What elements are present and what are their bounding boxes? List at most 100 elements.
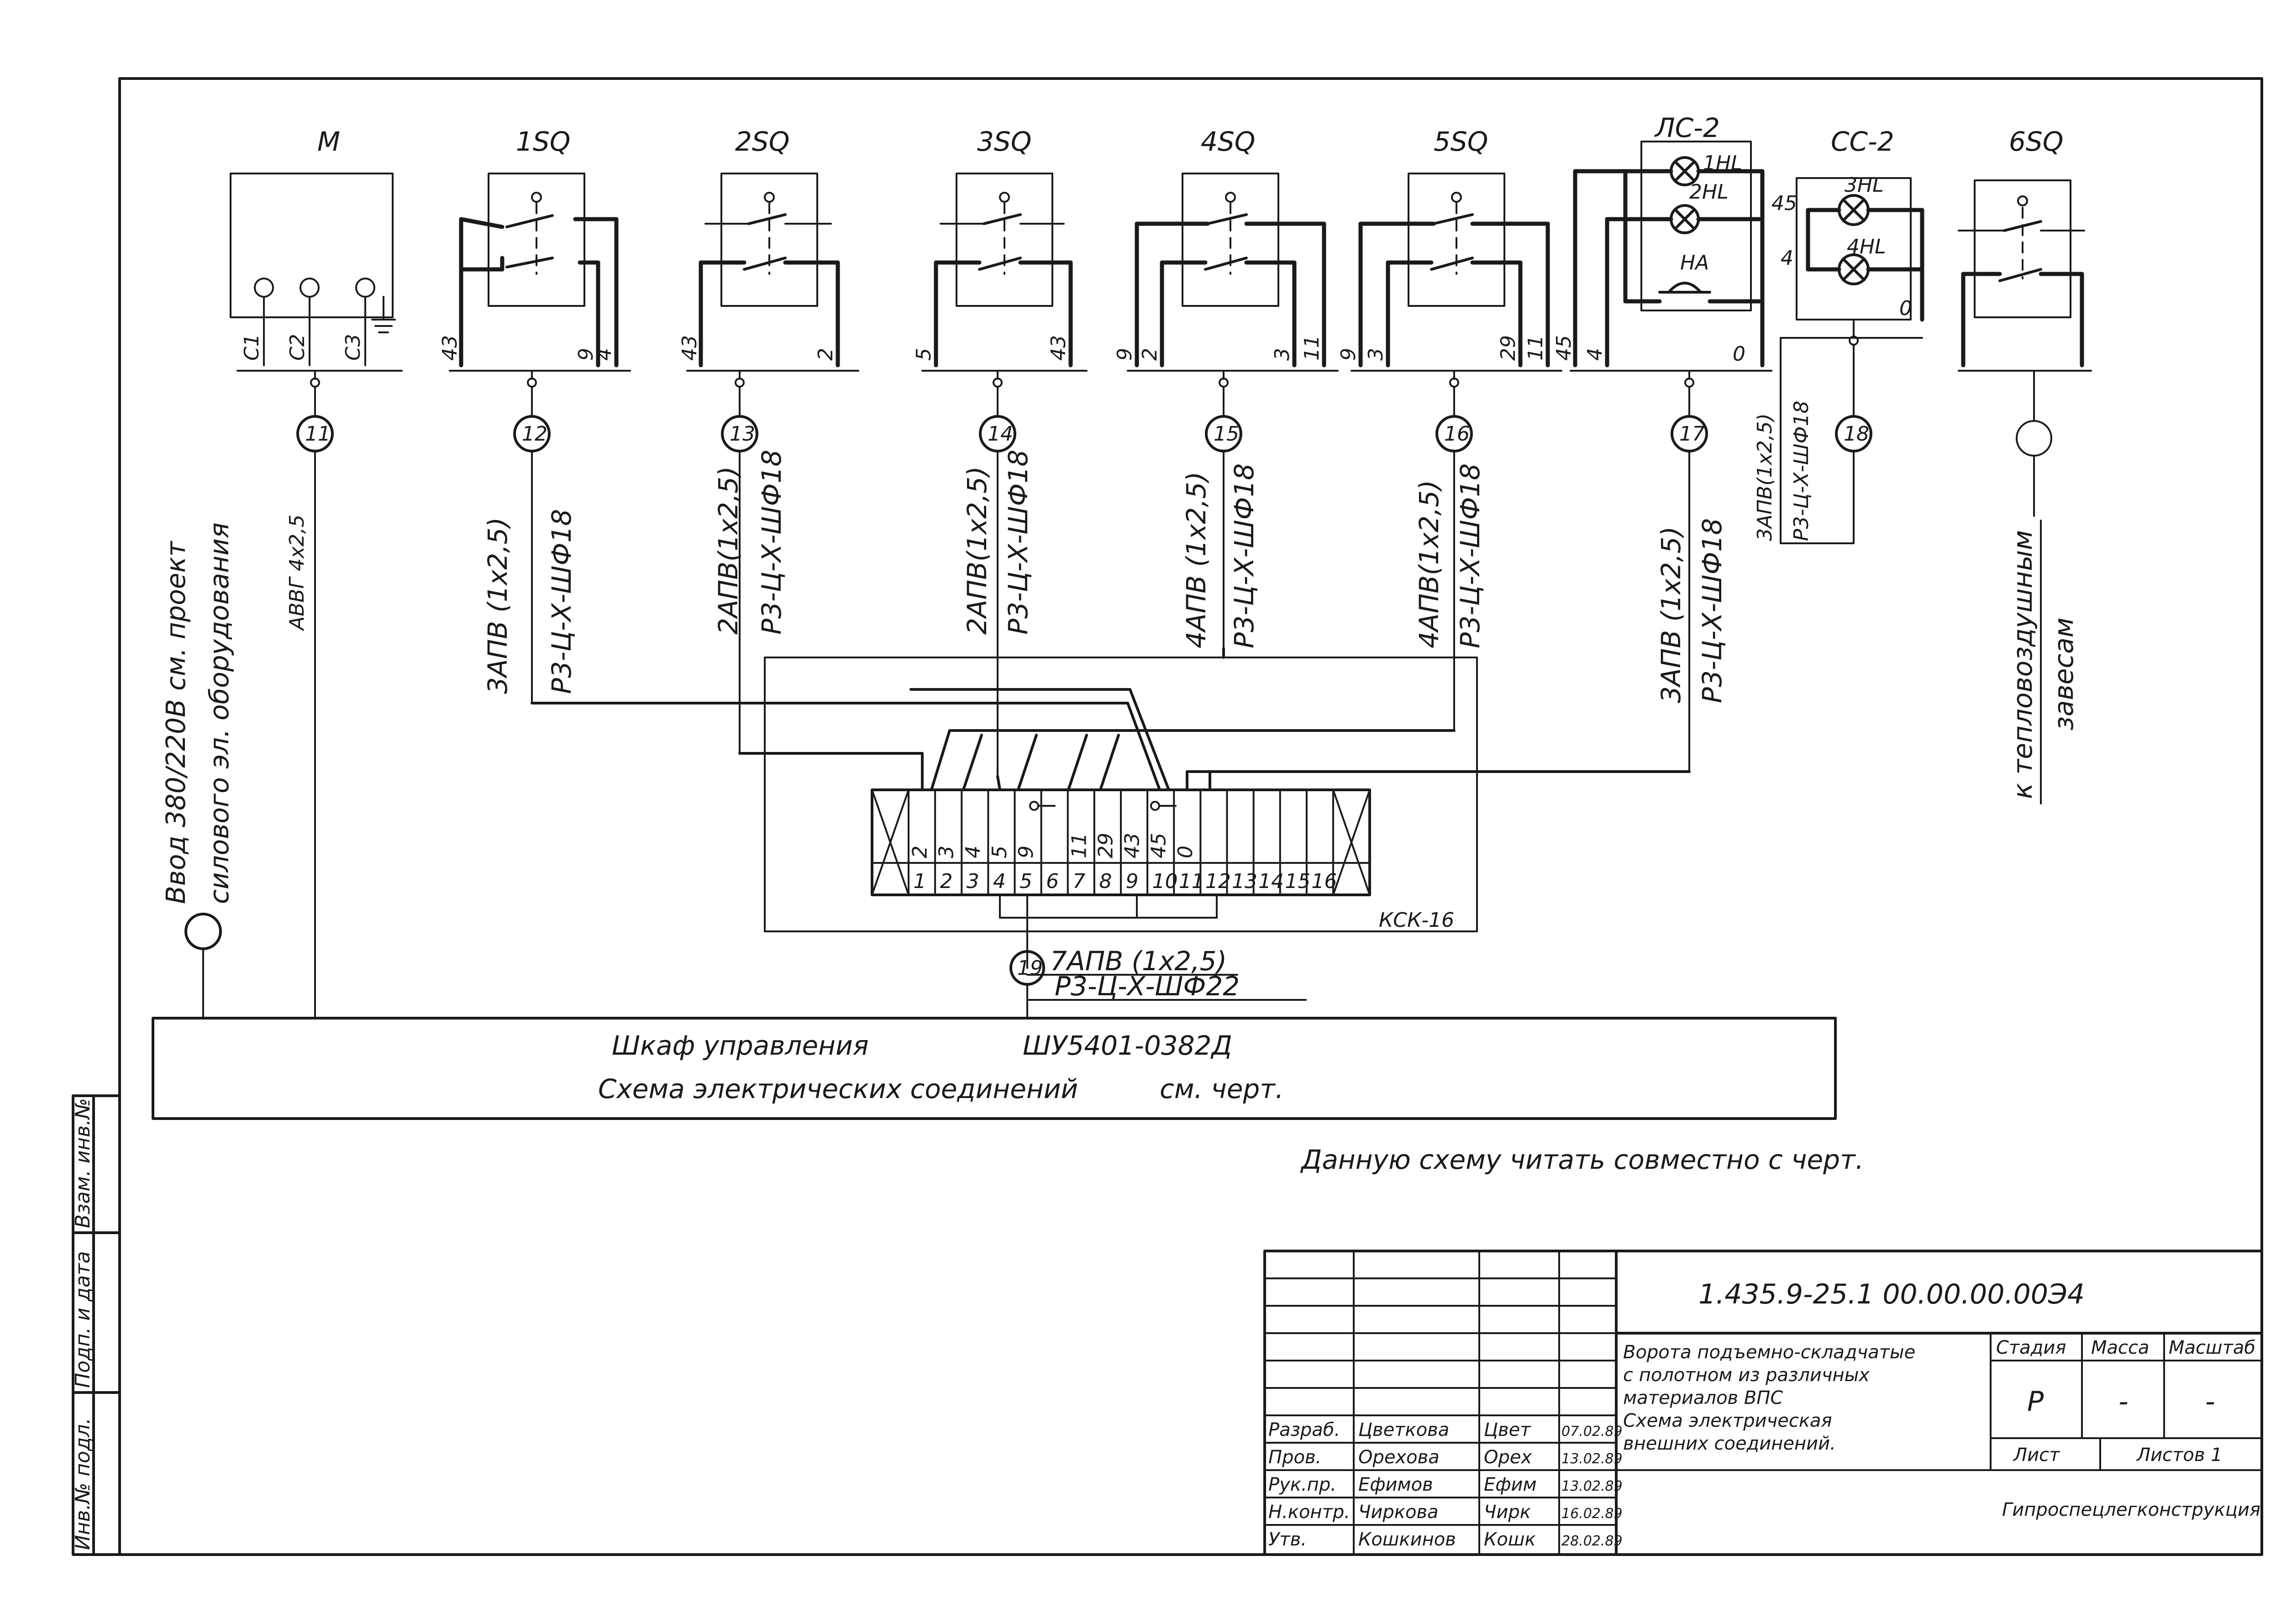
device-label: 2SQ <box>735 126 789 157</box>
terminal: 43 <box>678 335 701 361</box>
title-row-role: Рук.пр. <box>1268 1474 1336 1495</box>
sheets-label: Листов 1 <box>2136 1445 2223 1466</box>
cable-number: 12 <box>522 422 547 446</box>
stage-value: Р <box>2027 1386 2044 1418</box>
main-cable-label2: Р3-Ц-Х-ШФ22 <box>1055 971 1240 1002</box>
cabinet-title: Шкаф управления <box>612 1030 869 1061</box>
stage-header: Стадия <box>1996 1337 2066 1358</box>
cable-label: Р3-Ц-Х-ШФ18 <box>1790 401 1813 541</box>
terminal-number: 3 <box>967 870 979 893</box>
title-row-date: 16.02.89 <box>1561 1506 1623 1522</box>
device-6sq: 6SQ к тепловоздушным завесам <box>1958 126 2092 804</box>
cable-label: АВВГ 4х2,5 <box>285 515 309 631</box>
title-row-date: 07.02.89 <box>1561 1424 1623 1440</box>
device-label: СС-2 <box>1831 126 1894 157</box>
cable-number: 13 <box>730 422 755 446</box>
title-row-date: 28.02.89 <box>1561 1533 1623 1549</box>
control-cabinet: Шкаф управления ШУ5401-0382Д Схема элект… <box>152 1017 1837 1120</box>
cable-number: 17 <box>1679 422 1705 446</box>
terminal: 5 <box>912 348 936 361</box>
title-line: Схема электрическая <box>1623 1410 1832 1431</box>
cable-label: 4АПВ(1х2,5) <box>1414 480 1445 648</box>
buzzer-ha: НА <box>1680 251 1709 274</box>
device-cc2: СС-2 3HL 4HL 45 4 0 <box>1771 126 1924 346</box>
cable-label: 3АПВ (1х2,5) <box>482 517 513 694</box>
terminal: 3 <box>1364 348 1388 361</box>
terminal-upper-label: 29 <box>1094 833 1117 858</box>
sheet-frame <box>118 77 2263 1556</box>
terminal-number: 1 <box>913 870 926 893</box>
sheet-label: Лист <box>2013 1445 2060 1466</box>
main-cable: 19 7АПВ (1х2,5) Р3-Ц-Х-ШФ22 <box>1009 946 1307 1019</box>
power-input-line1: Ввод 380/220В см. проект <box>160 540 191 904</box>
lamp-4hl: 4HL <box>1847 235 1886 258</box>
terminal: 9 <box>574 348 598 361</box>
terminal: 2 <box>814 348 837 361</box>
cable-label: 2АПВ(1х2,5) <box>713 466 744 635</box>
title-row-date: 13.02.89 <box>1561 1478 1623 1494</box>
title-row-name: Кошкинов <box>1358 1529 1456 1550</box>
side-stamp: Инв.№ подл. Подп. и дата Взам. инв.№ <box>71 1094 121 1556</box>
cable-number: 14 <box>988 422 1013 446</box>
terminal: 0 <box>1899 297 1912 320</box>
terminal-number: 5 <box>1020 870 1032 893</box>
title-row-sign: Кошк <box>1484 1529 1536 1550</box>
cable-number: 15 <box>1214 422 1239 446</box>
terminal-number: 6 <box>1046 870 1059 893</box>
terminal-upper-label: 11 <box>1067 833 1091 858</box>
device-3sq: 3SQ 5 43 <box>912 126 1088 388</box>
title-line: Ворота подъемно-складчатые <box>1623 1342 1915 1363</box>
cable-number: 11 <box>305 422 331 446</box>
terminal-upper-label: 3 <box>935 846 958 858</box>
title-row-name: Ефимов <box>1358 1474 1433 1495</box>
terminal: 9 <box>1337 348 1360 361</box>
cable-label: 2АПВ(1х2,5) <box>962 466 993 635</box>
terminal: 4 <box>1583 348 1607 361</box>
terminal-number: 2 <box>940 870 953 893</box>
title-line: с полотном из различных <box>1623 1365 1870 1386</box>
cable-number: 19 <box>1017 957 1043 980</box>
cable-label: Р3-Ц-Х-ШФ18 <box>1697 518 1728 703</box>
device-2sq: 2SQ 43 2 <box>678 126 859 388</box>
terminal-upper-label: 2 <box>909 846 932 858</box>
title-row-sign: Орех <box>1484 1447 1532 1468</box>
cable-label: Р3-Ц-Х-ШФ18 <box>546 509 577 694</box>
terminal-upper-label: 45 <box>1147 833 1171 858</box>
terminal: 3 <box>1271 348 1294 361</box>
power-input: Ввод 380/220В см. проект силового эл. об… <box>160 522 235 1019</box>
terminal: 4 <box>593 348 616 361</box>
mass-header: Масса <box>2091 1337 2150 1358</box>
side-stamp-inv: Инв.№ подл. <box>71 1418 95 1550</box>
reading-note: Данную схему читать совместно с черт. <box>1300 1144 1864 1175</box>
title-row-role: Разраб. <box>1268 1419 1340 1440</box>
device-label: ЛС-2 <box>1654 112 1720 143</box>
terminal: 45 <box>1552 335 1576 361</box>
cable-number: 18 <box>1844 422 1869 446</box>
cabinet-subtitle: Схема электрических соединений <box>598 1073 1078 1104</box>
title-row-name: Орехова <box>1358 1447 1440 1468</box>
lamp-3hl: 3HL <box>1845 173 1884 197</box>
terminal: 29 <box>1497 335 1520 361</box>
title-row-name: Чиркова <box>1358 1502 1439 1523</box>
title-row-role: Н.контр. <box>1268 1502 1350 1523</box>
terminal-c2: С2 <box>286 334 309 361</box>
device-label: 4SQ <box>1201 126 1255 157</box>
terminal-upper-label: 4 <box>962 846 985 858</box>
cable-label: Р3-Ц-Х-ШФ18 <box>1003 450 1034 635</box>
terminal: 0 <box>1733 342 1745 366</box>
terminal-upper-label: 5 <box>988 846 1011 858</box>
title-row-sign: Чирк <box>1484 1502 1531 1523</box>
scale-value: - <box>2205 1386 2215 1418</box>
terminal: 11 <box>1300 335 1324 361</box>
title-row-date: 13.02.89 <box>1561 1451 1623 1467</box>
scale-header: Масштаб <box>2169 1337 2255 1358</box>
cable-label: Р3-Ц-Х-ШФ18 <box>1229 463 1260 648</box>
terminal: 43 <box>438 335 462 361</box>
title-row-name: Цветкова <box>1358 1419 1449 1440</box>
cabinet-model: ШУ5401-0382Д <box>1023 1030 1232 1061</box>
terminal-upper-label: 9 <box>1014 846 1038 858</box>
lamp-2hl: 2HL <box>1689 180 1729 204</box>
